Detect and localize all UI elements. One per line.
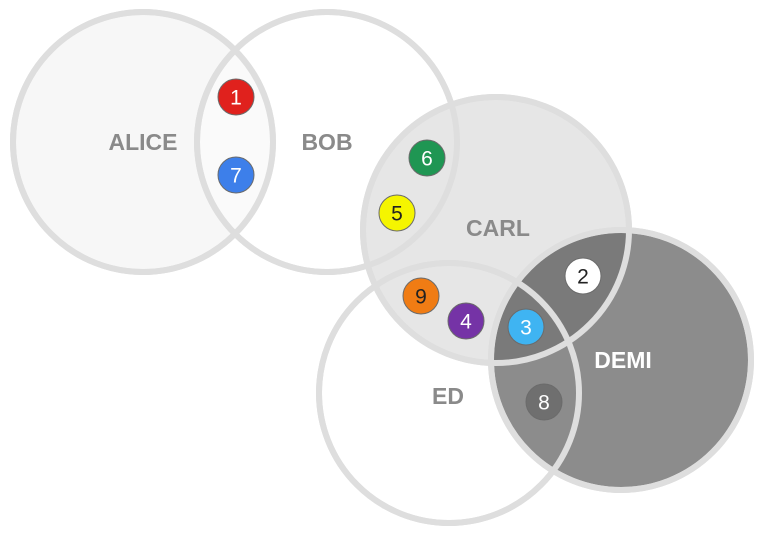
badge-label: 7 [230,165,242,188]
badge-6: 6 [408,139,446,177]
badge-1: 1 [217,78,255,116]
badge-label: 5 [391,203,403,226]
badge-label: 2 [577,266,589,289]
badge-8: 8 [525,383,563,421]
alice-label: ALICE [109,129,178,155]
badge-circle [507,308,545,346]
demi-outline [488,227,754,493]
badge-3: 3 [507,308,545,346]
badge-9: 9 [402,277,440,315]
badge-circle [378,194,416,232]
badge-circle [564,257,602,295]
badge-4: 4 [447,302,485,340]
badge-label: 4 [460,311,472,334]
badge-circle [447,302,485,340]
carl-label: CARL [466,215,530,241]
badge-2: 2 [564,257,602,295]
ed-label: ED [432,383,464,409]
demi-label: DEMI [594,347,652,373]
bob-outline [194,9,460,275]
badge-7: 7 [217,156,255,194]
badge-label: 8 [538,392,550,415]
badge-circle [402,277,440,315]
bob-label: BOB [301,129,352,155]
badge-circle [408,139,446,177]
alice-outline [10,9,276,275]
badge-label: 6 [421,148,433,171]
ed-outline [316,260,582,526]
badge-label: 9 [415,286,427,309]
badge-circle [525,383,563,421]
badge-5: 5 [378,194,416,232]
badge-label: 1 [230,87,242,110]
badge-circle [217,156,255,194]
badge-label: 3 [520,317,532,340]
badge-circle [217,78,255,116]
